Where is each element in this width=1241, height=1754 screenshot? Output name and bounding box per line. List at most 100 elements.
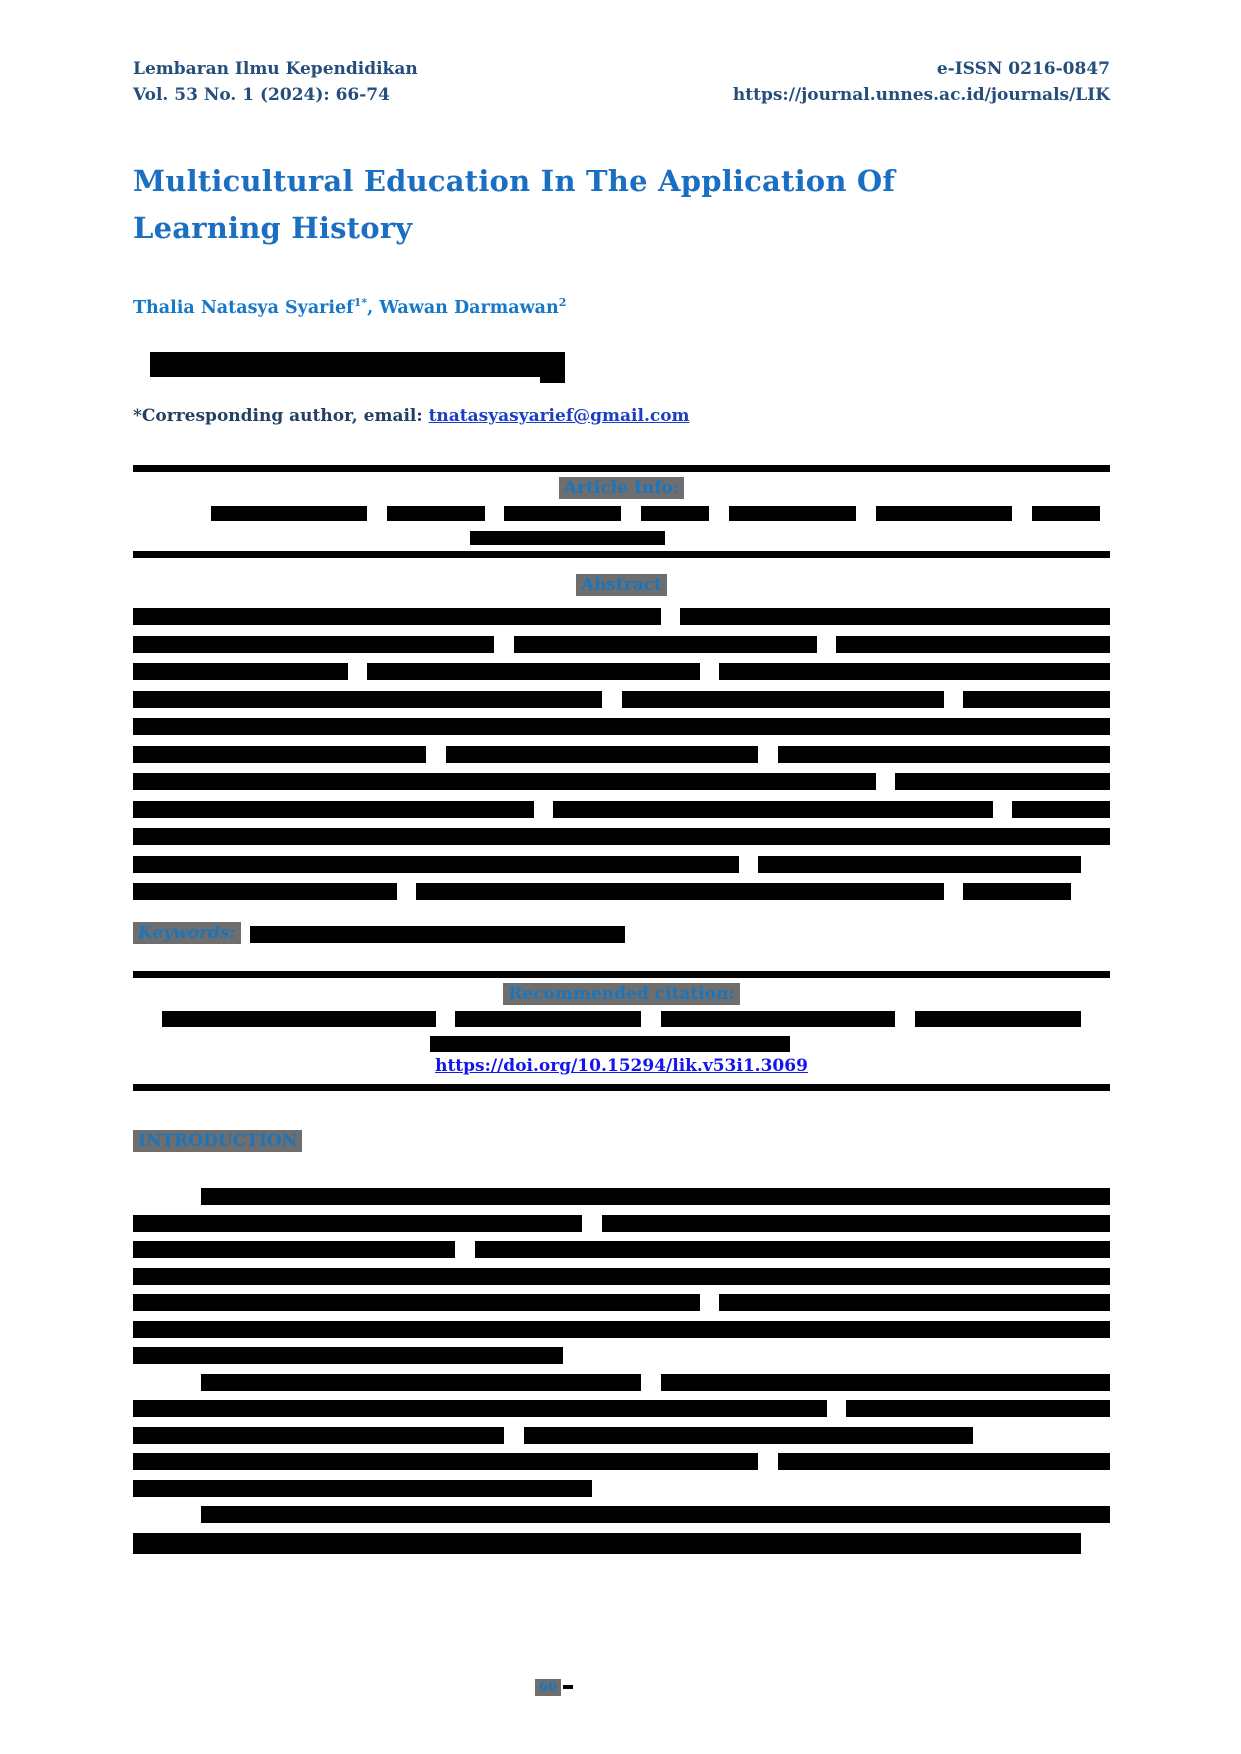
redacted-segment <box>387 506 485 521</box>
redacted-segment <box>963 690 1110 708</box>
page-number-dash <box>563 1684 574 1689</box>
redacted-line <box>133 828 1110 845</box>
redacted-line <box>133 1188 1110 1205</box>
redacted-segment <box>777 745 1110 763</box>
corresponding-author-line: *Corresponding author, email: tnatasyasy… <box>133 406 690 426</box>
redacted-segment <box>416 883 944 900</box>
redacted-segment <box>133 800 534 818</box>
redacted-citation-line-2 <box>430 1036 790 1052</box>
redacted-segment <box>660 1373 1110 1391</box>
redacted-segment <box>963 883 1071 900</box>
introduction-heading: INTRODUCTION <box>133 1130 303 1152</box>
redacted-segment <box>133 1294 700 1311</box>
redacted-line <box>133 690 1110 708</box>
redacted-segment <box>133 1267 1110 1285</box>
redacted-segment <box>133 1214 583 1232</box>
redacted-segment <box>474 1241 1110 1258</box>
redacted-segment <box>895 773 1110 790</box>
article-info-row: Article Info: <box>133 477 1110 499</box>
abstract-heading: Abstract <box>576 574 667 596</box>
redacted-segment <box>133 635 495 653</box>
redacted-segment <box>455 1011 642 1027</box>
redacted-segment <box>514 635 817 653</box>
doi-link[interactable]: https://doi.org/10.15294/lik.v53i1.3069 <box>435 1056 808 1076</box>
redacted-segment <box>133 1532 1081 1554</box>
redacted-line <box>133 663 1110 680</box>
keywords-row: Keywords: <box>133 922 241 944</box>
corresponding-label: *Corresponding author, email: <box>133 406 429 426</box>
redacted-segment <box>719 1294 1110 1311</box>
redacted-line <box>133 1214 1110 1232</box>
redacted-line <box>133 1294 1110 1311</box>
redacted-line <box>133 1320 1110 1338</box>
redacted-line <box>133 1426 1110 1444</box>
redacted-segment <box>719 663 1110 680</box>
redacted-line <box>133 1506 1110 1523</box>
redacted-segment <box>553 800 993 818</box>
redacted-segment <box>777 1453 1110 1470</box>
redacted-affiliation <box>150 352 565 377</box>
author-1-superscript: 1* <box>353 296 368 309</box>
recommended-citation-label: Recommended citation: <box>503 983 740 1005</box>
doi-row: https://doi.org/10.15294/lik.v53i1.3069 <box>133 1056 1110 1076</box>
redacted-dates-line-2 <box>470 531 665 545</box>
journal-header-left: Lembaran Ilmu Kependidikan Vol. 53 No. 1… <box>133 56 418 108</box>
redacted-segment <box>660 1011 896 1027</box>
redacted-line <box>133 773 1110 790</box>
redacted-segment <box>133 1479 593 1497</box>
redacted-segment <box>133 690 602 708</box>
corresponding-email-link[interactable]: tnatasyasyarief@gmail.com <box>428 406 690 426</box>
redacted-segment <box>133 718 1110 735</box>
redacted-line <box>133 718 1110 735</box>
redacted-segment <box>133 1400 827 1417</box>
redacted-segment <box>914 1011 1081 1027</box>
journal-header-right: e-ISSN 0216-0847 https://journal.unnes.a… <box>733 56 1110 108</box>
redacted-line <box>133 1373 1110 1391</box>
redacted-line <box>133 883 1110 900</box>
redacted-segment <box>133 1347 563 1364</box>
author-2-superscript: 2 <box>558 296 567 309</box>
redacted-line <box>133 506 1110 521</box>
redacted-line <box>133 608 1110 625</box>
redacted-segment <box>621 690 944 708</box>
journal-name: Lembaran Ilmu Kependidikan <box>133 59 418 79</box>
redacted-segment <box>680 608 1110 625</box>
redacted-segment <box>445 745 759 763</box>
redacted-segment <box>211 506 368 521</box>
journal-url-link[interactable]: https://journal.unnes.ac.id/journals/LIK <box>732 85 1110 105</box>
redacted-segment <box>133 1453 759 1470</box>
author-2: Wawan Darmawan <box>379 297 559 318</box>
horizontal-rule-top-citation <box>133 971 1110 978</box>
redacted-line <box>133 855 1110 873</box>
journal-issn: e-ISSN 0216-0847 <box>936 59 1110 79</box>
redacted-segment <box>641 506 710 521</box>
redacted-segment <box>133 745 427 763</box>
author-1: Thalia Natasya Syarief <box>133 297 354 318</box>
redacted-segment <box>875 506 1013 521</box>
redacted-segment <box>133 773 876 790</box>
redacted-segment <box>133 1320 1110 1338</box>
redacted-line <box>133 745 1110 763</box>
introduction-heading-row: INTRODUCTION <box>133 1130 303 1152</box>
redacted-segment <box>133 608 661 625</box>
author-line: Thalia Natasya Syarief1*, Wawan Darmawan… <box>133 296 566 318</box>
redacted-segment <box>133 828 1110 845</box>
redacted-line <box>133 1347 1110 1364</box>
redacted-line <box>133 1453 1110 1470</box>
redacted-keywords <box>250 926 625 943</box>
article-title: Multicultural Education In The Applicati… <box>133 164 896 245</box>
redacted-line <box>133 1011 1110 1027</box>
redacted-line <box>133 1400 1110 1417</box>
redacted-segment <box>1012 800 1110 818</box>
redacted-segment <box>201 1373 642 1391</box>
redacted-segment <box>133 663 348 680</box>
article-info-label: Article Info: <box>558 477 685 499</box>
redacted-segment <box>367 663 700 680</box>
horizontal-rule-top-article-info <box>133 465 1110 472</box>
page-number: 66 <box>534 1679 562 1696</box>
redacted-segment <box>133 1426 505 1444</box>
abstract-heading-row: Abstract <box>133 574 1110 596</box>
redacted-segment <box>133 1241 456 1258</box>
redacted-segment <box>846 1400 1110 1417</box>
